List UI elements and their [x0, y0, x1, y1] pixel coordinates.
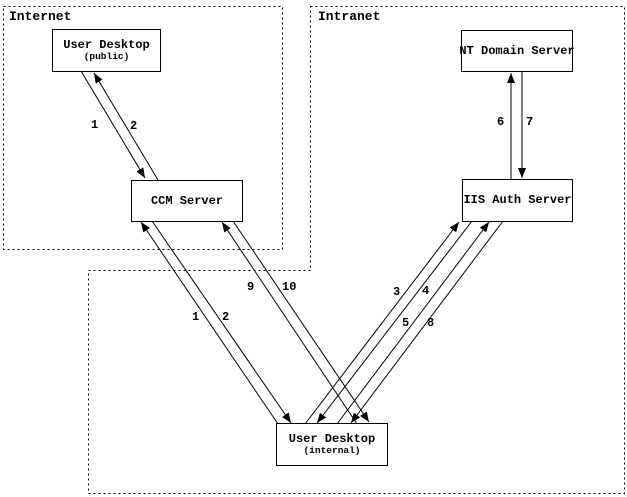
edge-label-3-internal-iis: 3: [393, 285, 401, 299]
node-title: CCM Server: [150, 193, 223, 208]
node-user-desktop-internal: User Desktop (internal): [276, 423, 388, 466]
edge-label-2-ccm-public: 2: [130, 119, 138, 133]
node-user-desktop-public: User Desktop (public): [52, 29, 161, 72]
edge-line-10-ccm-to-internal: [232, 220, 370, 423]
node-nt-domain-server: NT Domain Server: [459, 30, 575, 72]
node-title: IIS Auth Server: [463, 193, 572, 207]
edge-label-2-ccm-internal: 2: [222, 310, 230, 324]
edge-label-1-public-ccm: 1: [91, 118, 99, 132]
edge-label-6-iis-nt: 6: [497, 115, 505, 129]
node-iis-auth-server: IIS Auth Server: [462, 179, 573, 222]
edge-label-1-internal-ccm: 1: [192, 310, 200, 324]
intranet-region-label: Intranet: [318, 9, 381, 24]
edge-line-8-iis-to-internal: [350, 220, 504, 424]
edge-label-8-iis-internal: 8: [427, 316, 435, 330]
internet-region-label: Internet: [9, 9, 72, 24]
node-ccm-server: CCM Server: [131, 180, 243, 222]
node-title: User Desktop: [63, 38, 150, 52]
edge-line-1-public-to-ccm: [80, 70, 146, 179]
intranet-region-border: [88, 6, 625, 494]
edge-label-4-iis-internal: 4: [422, 284, 430, 298]
edge-line-5-internal-to-iis: [336, 221, 490, 425]
edge-label-10-ccm-internal: 10: [282, 280, 297, 294]
edge-label-7-nt-iis: 7: [526, 115, 534, 129]
node-title: NT Domain Server: [459, 43, 575, 58]
node-subtitle: (internal): [303, 445, 361, 456]
edge-line-3-internal-to-iis: [304, 221, 460, 425]
edge-line-4-iis-to-internal: [316, 220, 473, 424]
edge-line-2-ccm-to-internal: [151, 220, 292, 424]
edge-label-9-internal-ccm: 9: [247, 280, 255, 294]
edge-line-1-internal-to-ccm: [140, 221, 279, 425]
node-title: User Desktop: [288, 432, 376, 446]
internet-region-border: [3, 6, 283, 250]
edge-label-5-internal-iis: 5: [402, 316, 410, 330]
edge-line-2-ccm-to-public: [93, 72, 159, 181]
edge-line-9-internal-to-ccm: [221, 221, 358, 425]
node-subtitle: (public): [83, 51, 130, 62]
